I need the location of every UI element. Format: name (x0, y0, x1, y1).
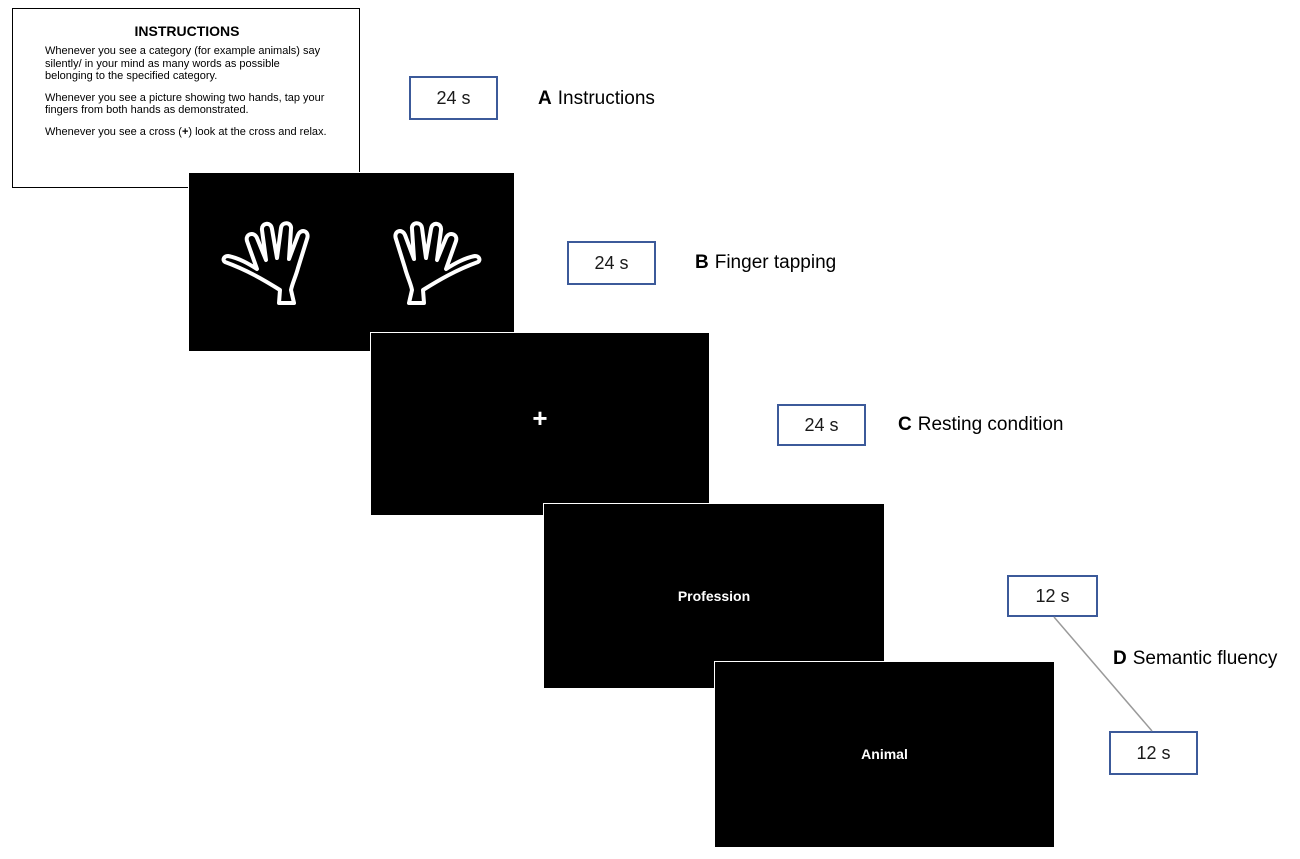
instructions-cross-text-start: Whenever you see a cross ( (45, 125, 182, 138)
instructions-title: INSTRUCTIONS (134, 23, 240, 39)
animal-category-screen: Animal (714, 661, 1055, 848)
step-letter-d: D (1113, 648, 1127, 669)
fixation-cross: + (532, 403, 548, 433)
step-letter-a: A (538, 88, 552, 109)
instructions-paragraph-category: Whenever you see a category (for example… (45, 45, 321, 82)
step-letter-b: B (695, 252, 709, 273)
connector-line (1053, 616, 1153, 732)
profession-duration-box: 12 s (1007, 575, 1098, 617)
profession-word: Profession (677, 588, 751, 604)
resting-duration-box: 24 s (777, 404, 866, 446)
finger-tapping-screen (188, 172, 515, 352)
step-name-resting: Resting condition (917, 414, 1064, 435)
animal-duration-box: 12 s (1109, 731, 1198, 775)
two-hands-icon (221, 221, 482, 305)
step-letter-c: C (898, 414, 912, 435)
animal-word: Animal (861, 746, 908, 762)
finger-tapping-duration-box: 24 s (567, 241, 656, 285)
instructions-paragraph-hands: Whenever you see a picture showing two h… (45, 91, 325, 117)
right-hand-icon (393, 221, 482, 305)
instructions-cross-text-end: ) look at the cross and relax. (188, 125, 327, 138)
step-name-semantic-fluency: Semantic fluency (1132, 648, 1278, 669)
instructions-cross-symbol: + (181, 125, 189, 138)
instructions-card: INSTRUCTIONS Whenever you see a category… (12, 8, 360, 188)
instructions-duration-box: 24 s (409, 76, 498, 120)
instructions-paragraph-cross: Whenever you see a cross (+) look at the… (45, 126, 329, 139)
resting-condition-screen: + (370, 332, 710, 516)
profession-category-screen: Profession (543, 503, 885, 689)
step-name-instructions: Instructions (557, 88, 655, 109)
step-name-finger-tapping: Finger tapping (714, 252, 837, 273)
left-hand-icon (221, 221, 310, 305)
